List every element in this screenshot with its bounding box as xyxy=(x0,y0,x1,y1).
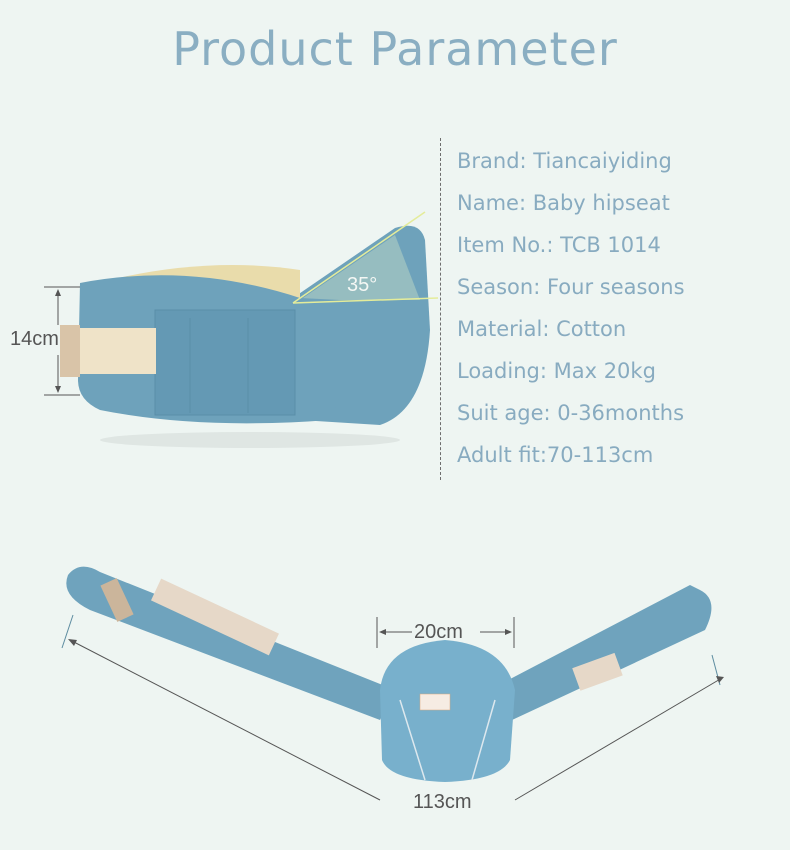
seat-width-label: 20cm xyxy=(414,621,463,643)
param-season: Season: Four seasons xyxy=(457,275,685,299)
page-title: Product Parameter xyxy=(172,22,618,76)
param-name: Name: Baby hipseat xyxy=(457,191,670,215)
height-dimension-label: 14cm xyxy=(10,328,59,350)
param-item-no: Item No.: TCB 1014 xyxy=(457,233,661,257)
param-material: Material: Cotton xyxy=(457,317,627,341)
param-brand: Brand: Tiancaiyiding xyxy=(457,149,672,173)
param-suit-age: Suit age: 0-36months xyxy=(457,401,685,425)
dashed-divider xyxy=(440,138,441,480)
belt-length-label: 113cm xyxy=(413,791,472,813)
angle-label: 35° xyxy=(347,274,378,296)
param-adult-fit: Adult fit:70-113cm xyxy=(457,443,654,467)
param-loading: Loading: Max 20kg xyxy=(457,359,656,383)
parameter-list: Brand: Tiancaiyiding Name: Baby hipseat … xyxy=(457,143,685,479)
